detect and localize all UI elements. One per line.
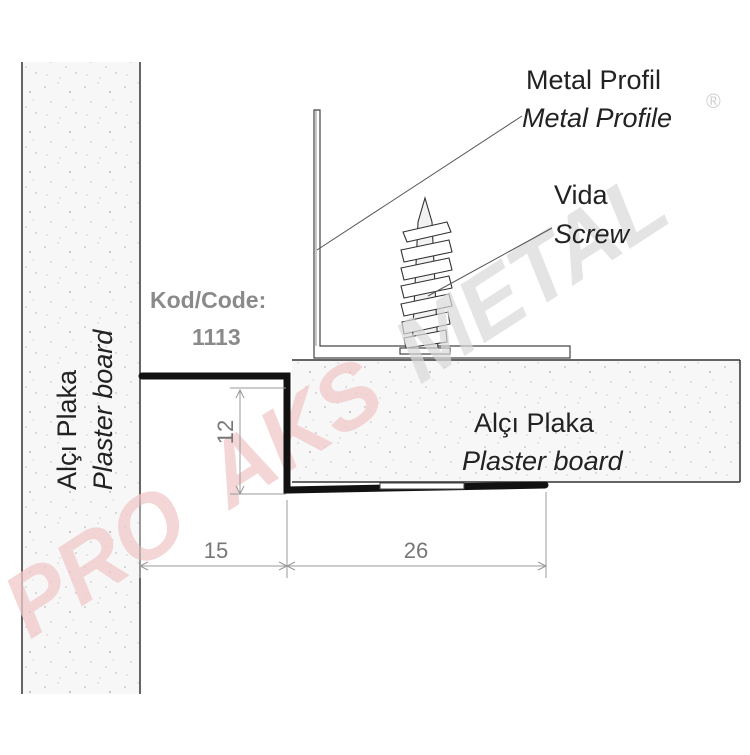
dimension-height-label: 12 xyxy=(213,420,238,444)
wall-board-label-en: Plaster board xyxy=(88,329,118,491)
ceiling-plaster-board xyxy=(292,360,740,482)
dimension-right-width-label: 26 xyxy=(404,538,428,563)
code-value: 1113 xyxy=(192,324,241,350)
screw-label-tr: Vida xyxy=(554,180,609,210)
code-label: Kod/Code: xyxy=(150,287,266,313)
ceiling-board-label-en: Plaster board xyxy=(462,446,624,476)
wall-board-label-tr: Alçı Plaka xyxy=(52,369,82,490)
metal-profile xyxy=(313,109,571,359)
metal-profile-label-en: Metal Profile xyxy=(522,103,672,133)
dimension-height xyxy=(230,387,286,496)
ceiling-board-label-tr: Alçı Plaka xyxy=(474,408,595,438)
metal-profile-leader xyxy=(316,115,523,251)
dimension-widths xyxy=(138,492,548,578)
registered-mark: ® xyxy=(706,91,721,113)
edge-profile-flange-detail xyxy=(379,482,465,490)
screw-label-en: Screw xyxy=(554,219,631,249)
screw-drawing xyxy=(399,196,453,355)
screw-leader xyxy=(427,227,553,297)
wall-plaster-board xyxy=(22,62,140,694)
dimension-left-width-label: 15 xyxy=(204,538,228,563)
metal-profile-label-tr: Metal Profil xyxy=(526,65,661,95)
